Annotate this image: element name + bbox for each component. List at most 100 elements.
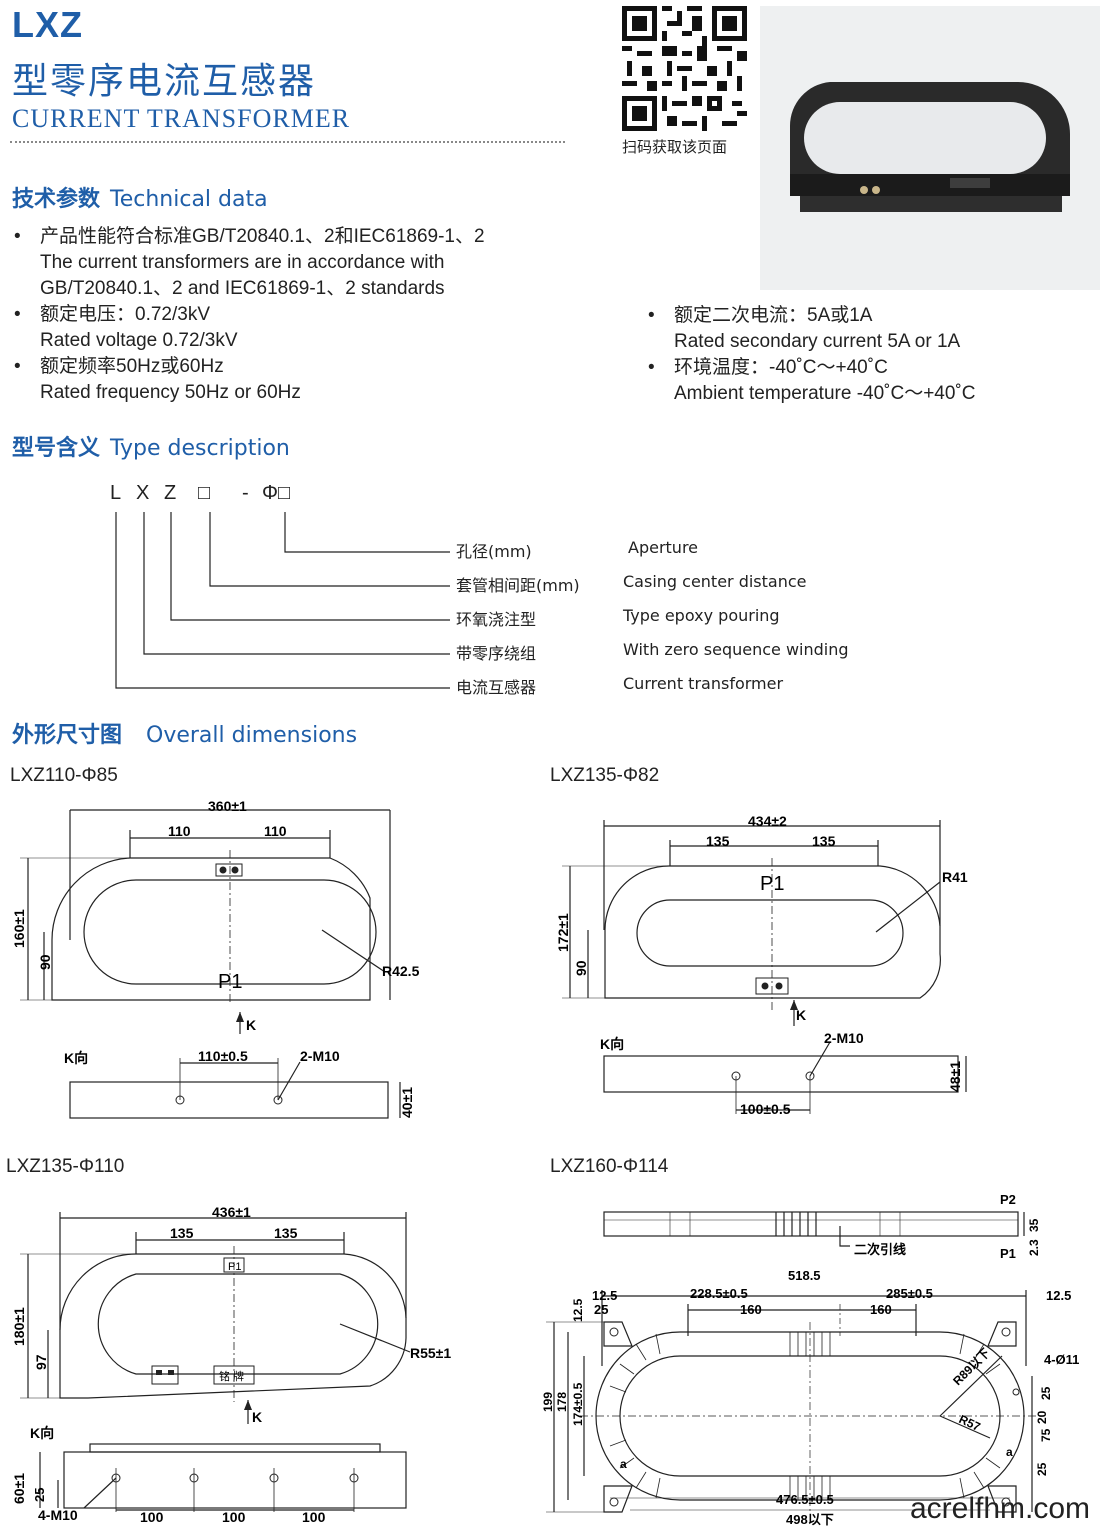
dim-t1: 35 [1027, 1218, 1041, 1232]
dim-e: 12.5 [592, 1288, 617, 1303]
type-row-cn: 套管相间距(mm) [456, 576, 580, 595]
p2-label: P2 [1000, 1192, 1016, 1207]
dim-b: 135 [812, 833, 836, 849]
dim-hole: 110±0.5 [198, 1048, 248, 1064]
mark-a-right: a [1006, 1445, 1013, 1459]
dim-spacing-1: 100 [140, 1509, 164, 1525]
drawing-lxz160: P2 P1 二次引线 35 2.3 518.5 228.5±0.5 285±0.… [541, 1192, 1079, 1527]
tech-left-list: •产品性能符合标准GB/T20840.1、2和IEC61869-1、2 The … [14, 224, 614, 406]
dim-v3: 174±0.5 [571, 1382, 585, 1426]
dim-thickness: 60±1 [11, 1473, 27, 1504]
tech-item-en: Ambient temperature -40˚C～+40˚C [674, 383, 976, 404]
type-letter-box: □ [198, 482, 211, 504]
dim-thread: 4-M10 [38, 1507, 78, 1523]
tech-item: •额定电压：0.72/3kV [14, 304, 210, 325]
tech-item-en: Rated voltage 0.72/3kV [40, 330, 238, 351]
model-title: LXZ [12, 4, 83, 45]
dim-r1: R89以下 [950, 1346, 992, 1388]
type-tree-lines [115, 512, 450, 689]
drawing-lxz135-82: 434±2 135 135 172±1 90 R41 P1 K K向 100±0… [555, 813, 968, 1117]
product-title-en: CURRENT TRANSFORMER [12, 104, 351, 133]
dim-thread: 2-M10 [300, 1048, 340, 1064]
dim-radius: R41 [942, 869, 968, 885]
type-row-en: With zero sequence winding [623, 640, 849, 659]
dim-b: 110 [264, 823, 287, 839]
lead-label: 二次引线 [854, 1242, 906, 1257]
tech-item-cn: 产品性能符合标准GB/T20840.1、2和IEC61869-1、2 [40, 226, 485, 247]
p1-label: P1 [1000, 1246, 1016, 1261]
tech-item: •额定二次电流：5A或1A [648, 305, 873, 326]
dims-heading-cn: 外形尺寸图 [12, 723, 123, 748]
tech-right-list: •额定二次电流：5A或1A Rated secondary current 5A… [648, 303, 1088, 407]
k-label: K [796, 1007, 806, 1023]
type-row-en: Casing center distance [623, 572, 807, 591]
dim-a: 228.5±0.5 [690, 1286, 748, 1301]
k-dir-label: K向 [64, 1050, 88, 1066]
k-label: K [252, 1409, 262, 1425]
tech-item: •产品性能符合标准GB/T20840.1、2和IEC61869-1、2 [14, 226, 485, 247]
dims-heading-en: Overall dimensions [146, 723, 358, 748]
type-row-en: Aperture [628, 538, 699, 557]
dim-a: 135 [706, 833, 730, 849]
dim-v2: 178 [555, 1392, 569, 1412]
type-letter-l: L [110, 482, 122, 504]
type-heading: 型号含义 Type description [12, 430, 290, 462]
dim-t2: 2.3 [1027, 1239, 1041, 1256]
tech-item-cn: 额定频率50Hz或60Hz [40, 356, 224, 377]
type-heading-cn: 型号含义 [12, 436, 101, 461]
tech-item-en: The current transformers are in accordan… [40, 252, 445, 273]
dim-b: 135 [274, 1225, 298, 1241]
dim-g: 12.5 [1046, 1288, 1071, 1303]
dim-a: 110 [168, 823, 191, 839]
type-row-en: Type epoxy pouring [623, 606, 780, 625]
dim-height2: 90 [573, 960, 589, 976]
dim-v7: 25 [1035, 1462, 1049, 1476]
dim-d: 160 [870, 1302, 892, 1317]
qr-caption: 扫码获取该页面 [622, 138, 728, 156]
p1-label: P1 [228, 1261, 241, 1273]
dim-height: 160±1 [11, 909, 27, 948]
type-row-cn: 电流互感器 [456, 678, 537, 697]
type-row-cn: 带零序绕组 [456, 644, 537, 663]
dim-width: 360±1 [208, 798, 247, 814]
tech-item-en: Rated frequency 50Hz or 60Hz [40, 382, 301, 403]
tech-item-cn: 额定电压：0.72/3kV [40, 304, 210, 325]
type-letter-z: Z [164, 482, 177, 504]
dim-c: 160 [740, 1302, 762, 1317]
dim-h: 12.5 [571, 1298, 585, 1322]
dim-r2: R57 [957, 1412, 983, 1434]
nameplate-label: 铭 牌 [219, 1369, 244, 1383]
dim-width: 518.5 [788, 1268, 821, 1283]
dim-height: 180±1 [11, 1307, 27, 1346]
tech-heading-cn: 技术参数 [12, 187, 101, 212]
k-dir-label: K向 [600, 1036, 624, 1052]
dim-v1: 199 [541, 1392, 555, 1412]
type-letter-phi: Φ□ [262, 482, 291, 504]
dim-v6: 75 [1039, 1428, 1053, 1442]
k-dir-label: K向 [30, 1425, 54, 1441]
drawing-lxz135-110: P1 铭 牌 436±1 135 135 180±1 97 R55±1 K K向… [11, 1204, 451, 1525]
product-photo [760, 6, 1100, 290]
qr-code-icon[interactable] [622, 6, 747, 131]
dim-f: 25 [594, 1302, 608, 1317]
tech-item-cn: 额定二次电流：5A或1A [674, 305, 873, 326]
k-label: K [246, 1017, 256, 1033]
type-heading-en: Type description [110, 436, 290, 461]
header-divider [10, 141, 565, 143]
dim-bw1: 476.5±0.5 [776, 1492, 834, 1507]
tech-item-en: GB/T20840.1、2 and IEC61869-1、2 standards [40, 278, 445, 299]
dims-heading: 外形尺寸图 Overall dimensions [12, 717, 357, 749]
website-url[interactable]: acrelfhm.com [909, 1492, 1090, 1525]
model-label-4: LXZ160-Φ114 [550, 1156, 669, 1177]
p1-label: P1 [218, 971, 242, 993]
model-label-2: LXZ135-Φ82 [550, 765, 660, 786]
dim-height2: 97 [33, 1354, 49, 1370]
dim-height: 172±1 [555, 913, 571, 952]
dim-bw2: 498以下 [786, 1512, 834, 1527]
model-label-3: LXZ135-Φ110 [6, 1156, 125, 1177]
product-title-cn: 型零序电流互感器 [12, 61, 317, 102]
dim-v5: 20 [1035, 1410, 1049, 1424]
dim-hole: 100±0.5 [740, 1101, 791, 1117]
model-label-1: LXZ110-Φ85 [10, 765, 118, 786]
